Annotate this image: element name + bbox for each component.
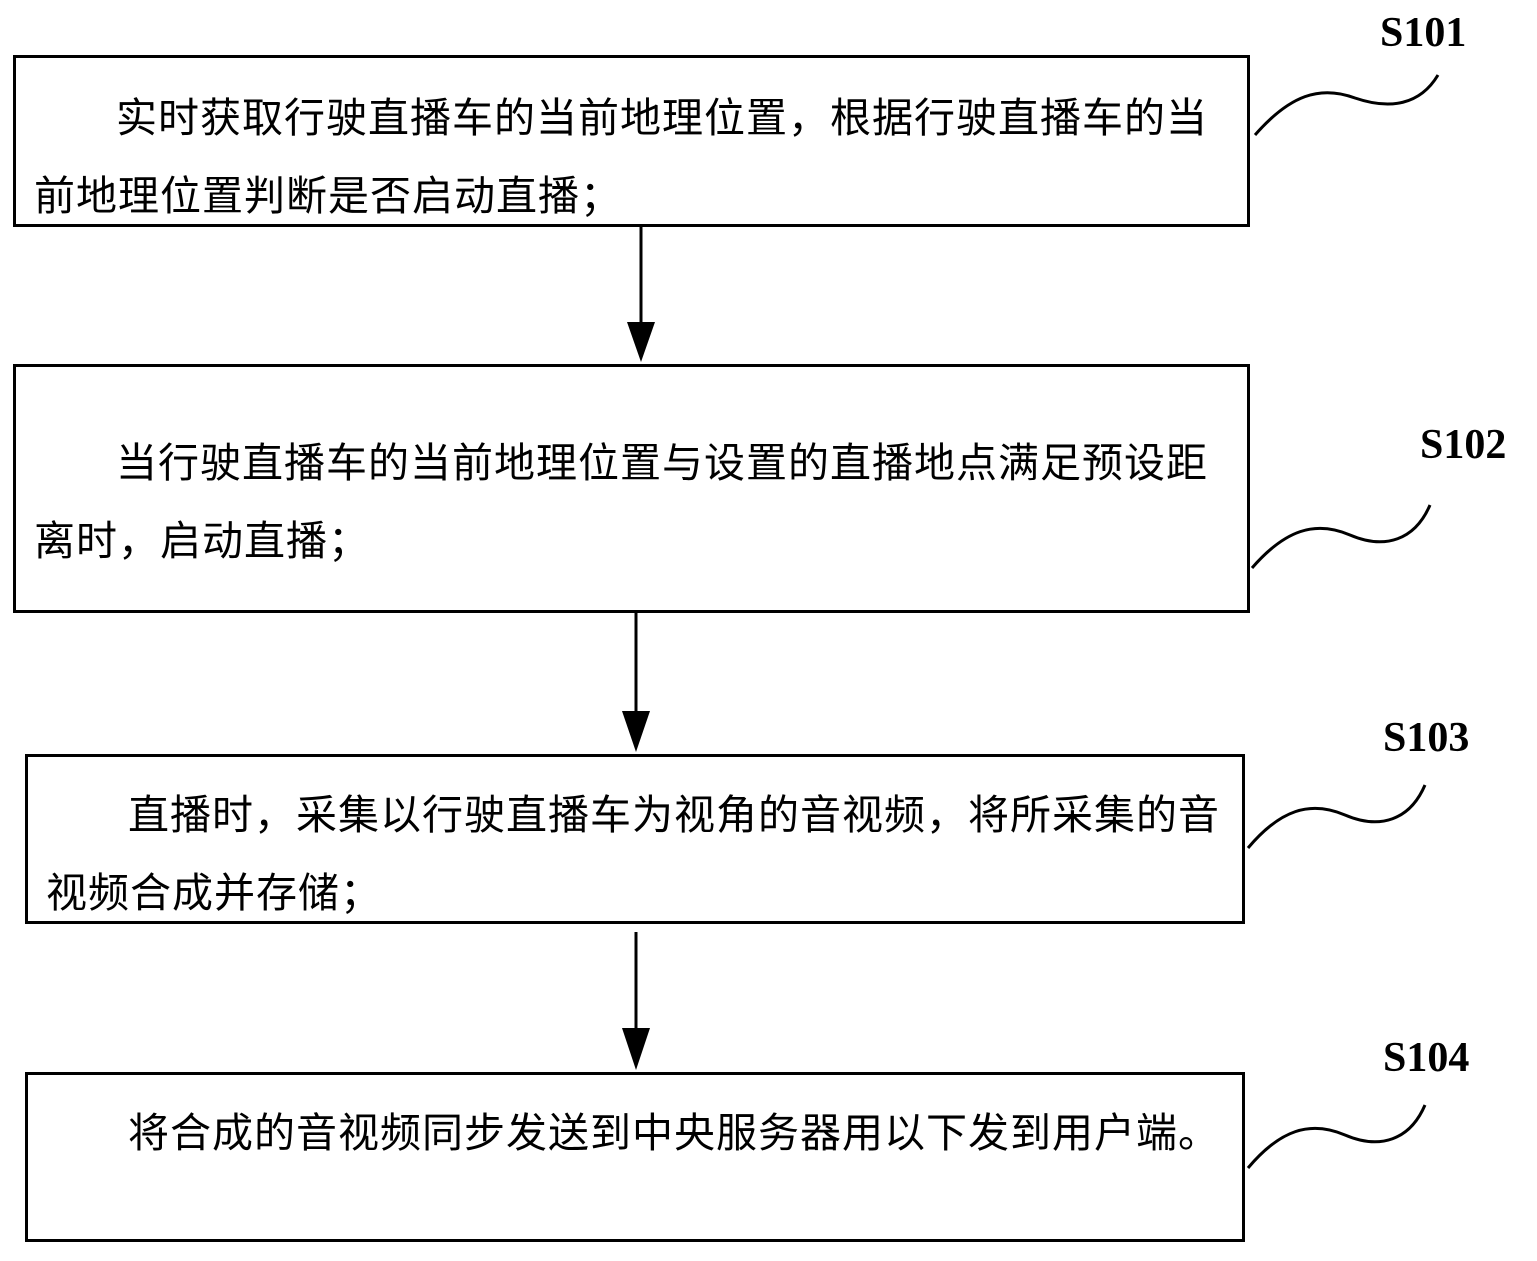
step-text-s103: 直播时，采集以行驶直播车为视角的音视频，将所采集的音视频合成并存储； — [46, 791, 1220, 917]
arrow-s103-to-s104 — [622, 932, 650, 1070]
step-box-s104: 将合成的音视频同步发送到中央服务器用以下发到用户端。 — [25, 1072, 1245, 1242]
step-text-s104: 将合成的音视频同步发送到中央服务器用以下发到用户端。 — [128, 1109, 1220, 1157]
step-box-s102: 当行驶直播车的当前地理位置与设置的直播地点满足预设距离时，启动直播； — [13, 364, 1250, 613]
leader-line-s103 — [1246, 784, 1427, 849]
step-text-s102: 当行驶直播车的当前地理位置与设置的直播地点满足预设距离时，启动直播； — [34, 439, 1208, 565]
leader-line-s102 — [1250, 504, 1432, 569]
step-label-s103: S103 — [1383, 715, 1470, 761]
step-label-s102: S102 — [1420, 422, 1507, 468]
leader-line-s104 — [1246, 1104, 1427, 1169]
arrow-s101-to-s102 — [627, 227, 655, 362]
leader-line-s101 — [1253, 74, 1440, 136]
step-box-s103: 直播时，采集以行驶直播车为视角的音视频，将所采集的音视频合成并存储； — [25, 754, 1245, 924]
step-text-s101: 实时获取行驶直播车的当前地理位置，根据行驶直播车的当前地理位置判断是否启动直播； — [34, 94, 1208, 220]
step-box-s101: 实时获取行驶直播车的当前地理位置，根据行驶直播车的当前地理位置判断是否启动直播； — [13, 55, 1250, 227]
step-label-s104: S104 — [1383, 1035, 1470, 1081]
arrow-s102-to-s103 — [622, 613, 650, 752]
step-label-s101: S101 — [1380, 10, 1467, 56]
